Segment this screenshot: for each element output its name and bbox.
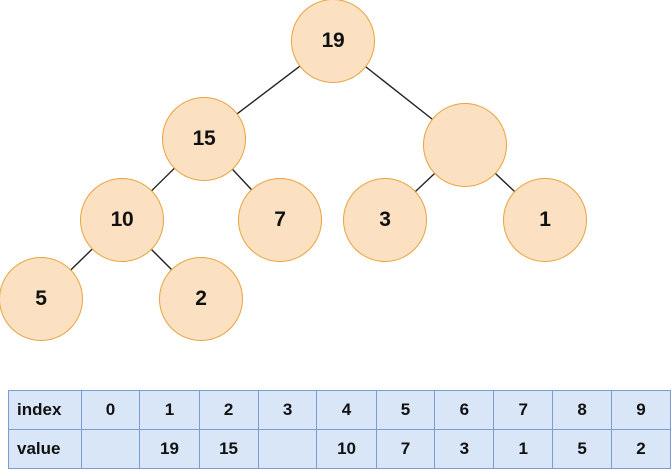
index-cell-5: 5 [375, 390, 436, 430]
value-cell-8: 5 [552, 429, 613, 469]
value-cell-9: 2 [611, 429, 671, 469]
value-cell-2: 15 [198, 429, 259, 469]
value-cell-0 [80, 429, 141, 469]
tree-node-7[interactable]: 7 [238, 178, 322, 262]
tree-node-label: 15 [192, 127, 216, 150]
tree-edge [494, 172, 516, 193]
tree-node-3[interactable]: 3 [343, 178, 427, 262]
tree-node-label: 2 [195, 287, 207, 310]
tree-edge [414, 172, 436, 193]
value-cell-5: 7 [375, 429, 436, 469]
value-cell-7: 1 [493, 429, 554, 469]
tree-edge [236, 65, 301, 115]
value-cell-4: 10 [316, 429, 377, 469]
index-cell-2: 2 [198, 390, 259, 430]
tree-node-label: 3 [379, 208, 391, 231]
index-cell-0: 0 [80, 390, 141, 430]
index-cell-6: 6 [434, 390, 495, 430]
tree-node-15[interactable]: 15 [162, 97, 246, 181]
tree-edge [69, 248, 94, 271]
tree-edge [150, 248, 173, 271]
tree-edges-layer [69, 65, 516, 271]
tree-node-label: 10 [110, 208, 134, 231]
tree-node-empty[interactable] [423, 103, 507, 187]
value-cell-1: 19 [139, 429, 200, 469]
row-label-index: index [8, 390, 82, 430]
tree-node-label: 5 [35, 287, 47, 310]
tree-node-label: 7 [274, 208, 286, 231]
tree-edge [150, 167, 176, 192]
index-cell-3: 3 [257, 390, 318, 430]
tree-node-label: 19 [321, 29, 345, 52]
row-label-value: value [8, 429, 82, 469]
tree-node-19[interactable]: 19 [291, 0, 375, 83]
index-cell-7: 7 [493, 390, 554, 430]
tree-node-1[interactable]: 1 [503, 178, 587, 262]
index-cell-9: 9 [611, 390, 671, 430]
tree-node-5[interactable]: 5 [0, 257, 83, 341]
index-cell-1: 1 [139, 390, 200, 430]
value-cell-6: 3 [434, 429, 495, 469]
value-cell-3 [257, 429, 318, 469]
tree-node-10[interactable]: 10 [80, 178, 164, 262]
tree-edge [364, 65, 434, 121]
index-cell-4: 4 [316, 390, 377, 430]
tree-node-2[interactable]: 2 [159, 257, 243, 341]
index-cell-8: 8 [552, 390, 613, 430]
tree-edge [231, 168, 253, 191]
tree-node-label: 1 [539, 208, 551, 231]
